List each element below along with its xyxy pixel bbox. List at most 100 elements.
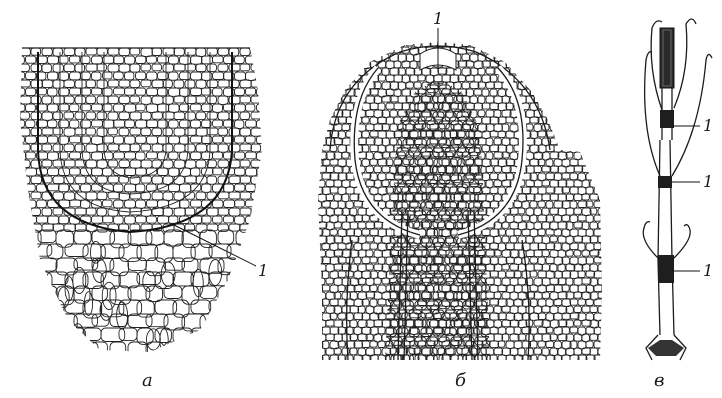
cell (330, 103, 338, 110)
cell (314, 61, 321, 68)
cell (354, 257, 361, 264)
cell (378, 257, 385, 264)
cell (354, 243, 362, 251)
cell (566, 138, 575, 145)
cell (318, 96, 326, 103)
cell (152, 192, 163, 200)
cell (338, 187, 346, 195)
cell (163, 112, 174, 119)
cell (354, 313, 363, 320)
cell (119, 112, 129, 120)
cell (130, 128, 141, 135)
cell (64, 192, 75, 200)
cell (64, 64, 75, 72)
cell (240, 144, 252, 151)
cell (114, 184, 124, 192)
cell (594, 243, 601, 250)
cell (598, 54, 606, 61)
cell (38, 286, 57, 300)
cell (582, 138, 590, 144)
cell (163, 208, 172, 216)
cell (322, 131, 331, 137)
cell (29, 300, 50, 314)
cell (562, 131, 570, 139)
cell (31, 64, 42, 72)
cell (251, 208, 262, 216)
cell (322, 117, 329, 123)
cell (494, 236, 501, 244)
cell (185, 64, 195, 71)
cell (514, 341, 522, 348)
cell (518, 68, 526, 76)
cell (26, 152, 36, 159)
cell (196, 160, 206, 168)
cell (227, 300, 248, 313)
cell (550, 306, 558, 314)
cell (410, 75, 418, 82)
cell (358, 54, 365, 61)
cell (31, 128, 42, 135)
cell (586, 131, 595, 138)
cell (180, 152, 190, 160)
cell (482, 271, 491, 278)
cell (594, 89, 602, 96)
cell (20, 176, 30, 184)
cell (534, 166, 541, 173)
cell (240, 128, 251, 136)
cell (590, 264, 598, 271)
cell (213, 136, 223, 143)
cell (370, 103, 378, 109)
cell (59, 216, 69, 224)
cell (146, 230, 164, 245)
cell (155, 356, 177, 368)
cell (326, 250, 335, 257)
cell (574, 54, 583, 61)
cell (510, 40, 519, 47)
cell (534, 306, 542, 314)
cell (254, 314, 271, 328)
cell (602, 201, 610, 207)
cell (590, 306, 597, 313)
cell (478, 40, 486, 47)
cell (370, 285, 377, 292)
cell (554, 173, 562, 180)
cell (229, 80, 239, 88)
cell (594, 103, 602, 110)
cell (322, 313, 331, 321)
cell (458, 131, 465, 137)
cell (75, 80, 86, 88)
cell (191, 88, 202, 96)
cell (97, 128, 107, 136)
cell (191, 120, 201, 128)
cell (173, 272, 193, 286)
cell (482, 257, 491, 265)
cell (374, 320, 383, 327)
cell (338, 61, 346, 68)
cell (366, 166, 373, 173)
cell (213, 104, 223, 112)
cell (494, 334, 503, 341)
cell (26, 168, 37, 176)
cell (213, 200, 224, 208)
cell (218, 314, 234, 329)
cell (506, 341, 514, 349)
cell (550, 110, 558, 116)
cell (246, 168, 257, 176)
cell (486, 40, 494, 46)
cell (86, 112, 96, 119)
cell (342, 124, 350, 131)
cell (510, 236, 517, 243)
cell (229, 96, 240, 104)
cell (362, 103, 370, 111)
cell (574, 236, 583, 242)
cell (53, 144, 63, 152)
cell (490, 47, 499, 54)
cell (169, 56, 179, 64)
cell (366, 250, 373, 257)
cell (382, 180, 389, 187)
cell (97, 160, 107, 168)
cell (20, 314, 39, 328)
cell (490, 341, 499, 347)
cell (81, 184, 91, 192)
cell (578, 89, 586, 95)
